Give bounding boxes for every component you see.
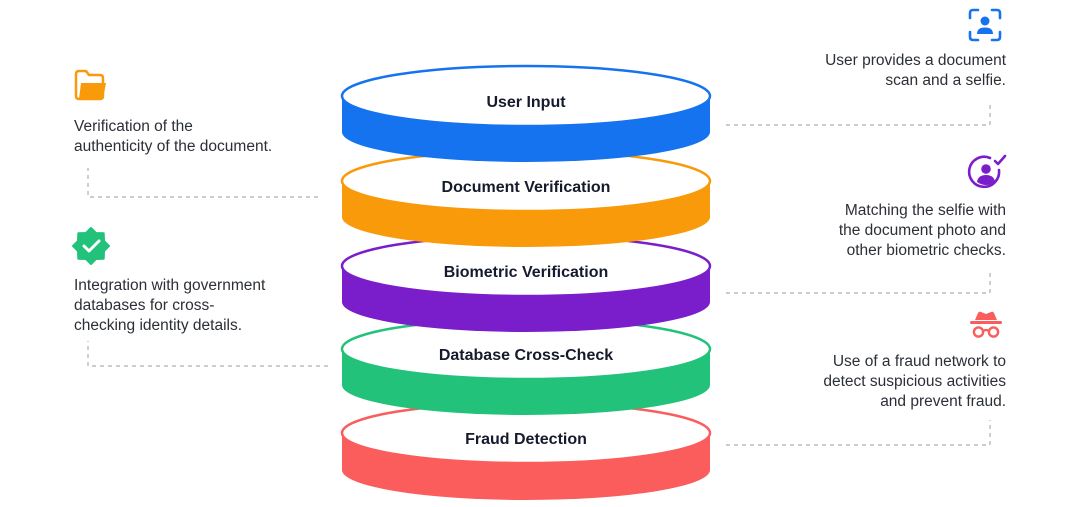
connector-biometric-verification	[726, 270, 991, 294]
layer-fraud-detection: Fraud Detection	[340, 401, 712, 500]
description-line: detect suspicious activities	[823, 373, 1006, 390]
folder-icon	[74, 69, 106, 101]
connector-fraud-detection	[726, 420, 991, 446]
description-line: and prevent fraud.	[880, 393, 1006, 410]
connector-user-input	[726, 104, 991, 126]
layer-database-cross-check-label: Database Cross-Check	[439, 347, 613, 364]
connector-document-verification	[87, 168, 318, 198]
description-line: Verification of the	[74, 118, 193, 135]
user-input-description: User provides a document scan and a self…	[825, 51, 1006, 91]
description-line: Integration with government	[74, 277, 266, 294]
verified-badge-icon	[72, 227, 110, 265]
connector-database-cross-check	[87, 341, 328, 367]
layer-user-input-label: User Input	[486, 94, 566, 111]
description-line: authenticity of the document.	[74, 138, 273, 155]
description-line: checking identity details.	[74, 317, 243, 334]
user-scan-icon	[968, 8, 1002, 42]
layer-biometric-verification-label: Biometric Verification	[444, 264, 609, 281]
description-line: databases for cross-	[74, 297, 215, 314]
document-verification-description: Verification of the authenticity of the …	[74, 117, 272, 157]
layer-database-cross-check: Database Cross-Check	[340, 317, 712, 415]
layer-document-verification-label: Document Verification	[442, 179, 611, 196]
layer-user-input-top	[340, 64, 712, 128]
layer-user-input: User Input	[340, 64, 712, 162]
spy-incognito-icon	[970, 311, 1002, 338]
fraud-detection-description: Use of a fraud network to detect suspici…	[823, 352, 1006, 412]
biometric-verification-description: Matching the selfie with the document ph…	[839, 201, 1006, 261]
layer-biometric-verification: Biometric Verification	[340, 234, 712, 332]
description-line: Use of a fraud network to	[832, 353, 1006, 370]
layer-document-verification: Document Verification	[340, 149, 712, 247]
description-line: scan and a selfie.	[885, 72, 1006, 89]
layer-fraud-detection-label: Fraud Detection	[465, 431, 587, 448]
description-line: the document photo and	[838, 222, 1006, 239]
description-line: other biometric checks.	[846, 242, 1006, 259]
description-line: Matching the selfie with	[844, 202, 1006, 219]
face-check-icon	[967, 154, 1007, 189]
description-line: User provides a document	[825, 52, 1006, 69]
database-cross-check-description: Integration with government databases fo…	[74, 276, 265, 336]
